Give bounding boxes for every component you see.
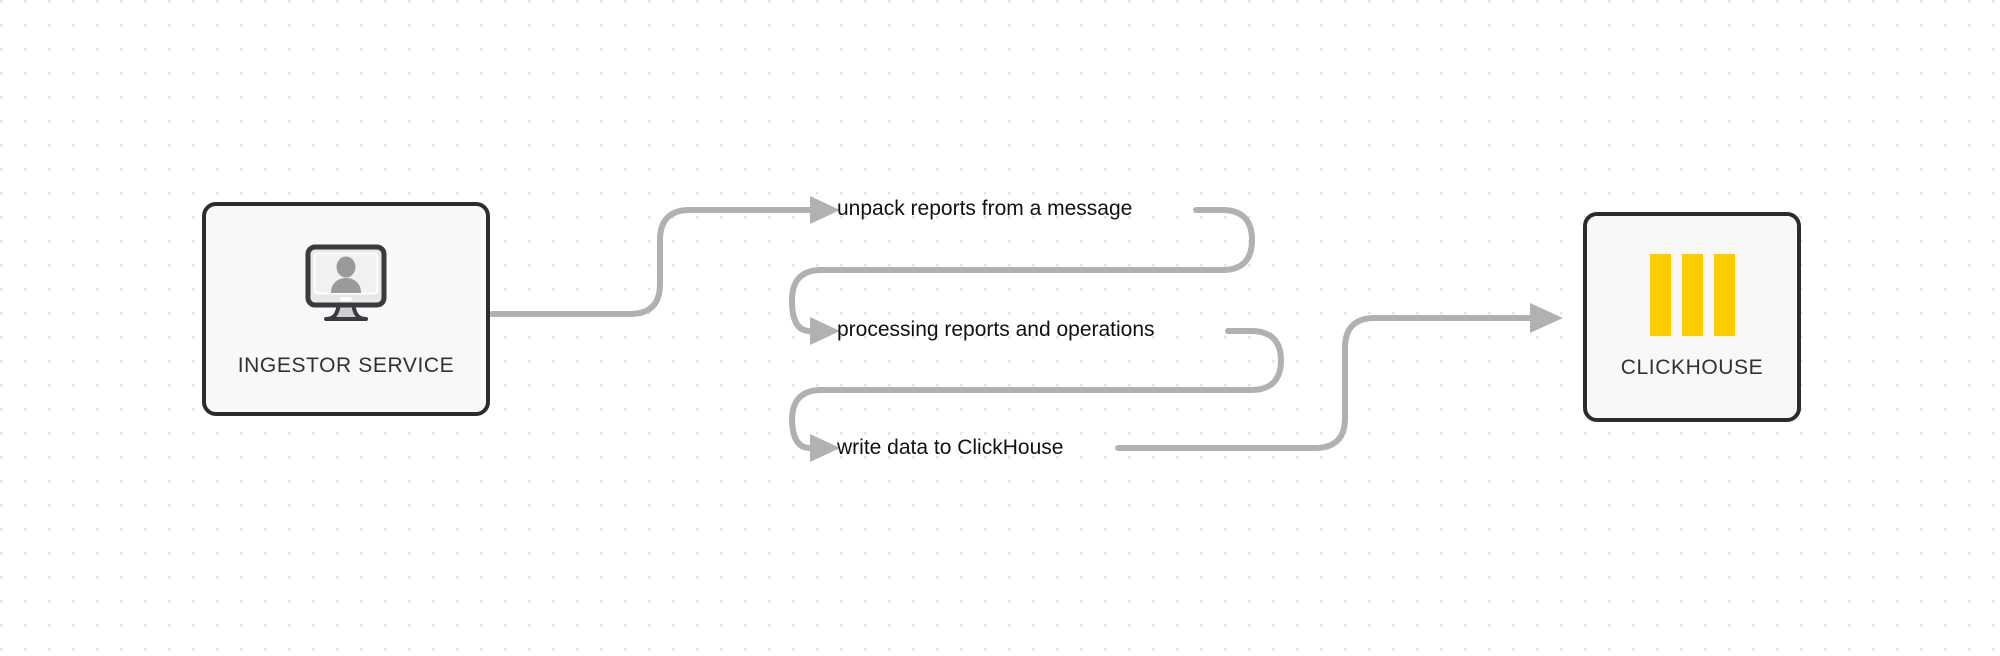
node-clickhouse[interactable]: CLICKHOUSE bbox=[1583, 212, 1801, 422]
edge-path-0-return bbox=[789, 207, 1255, 334]
arrowhead-right-icon-0 bbox=[810, 196, 840, 224]
edge-path-0 bbox=[489, 207, 813, 317]
clickhouse-bar-1 bbox=[1649, 254, 1671, 336]
node-label-ingestor-service: INGESTOR SERVICE bbox=[237, 353, 455, 377]
node-label-clickhouse: CLICKHOUSE bbox=[1620, 356, 1764, 379]
node-ingestor-service[interactable]: INGESTOR SERVICE bbox=[202, 202, 490, 416]
edge-label-unpack-reports: unpack reports from a message bbox=[837, 197, 1133, 220]
edge-label-processing-reports: processing reports and operations bbox=[837, 318, 1155, 341]
edge-write-to-clickhouse bbox=[1115, 303, 1563, 451]
monitor-user-icon bbox=[300, 243, 392, 334]
arrowhead-right-icon-3 bbox=[1530, 303, 1563, 333]
clickhouse-bars-icon bbox=[1649, 254, 1735, 336]
arrowhead-right-icon-1 bbox=[810, 317, 840, 345]
edge-path-2 bbox=[1115, 315, 1533, 451]
edge-path-1-return bbox=[789, 328, 1284, 451]
edge-unpack-reports bbox=[489, 196, 840, 317]
edge-label-write-data: write data to ClickHouse bbox=[837, 436, 1064, 459]
arrowhead-right-icon-2 bbox=[810, 434, 840, 462]
clickhouse-bar-3 bbox=[1713, 254, 1735, 336]
clickhouse-bar-2 bbox=[1681, 254, 1703, 336]
